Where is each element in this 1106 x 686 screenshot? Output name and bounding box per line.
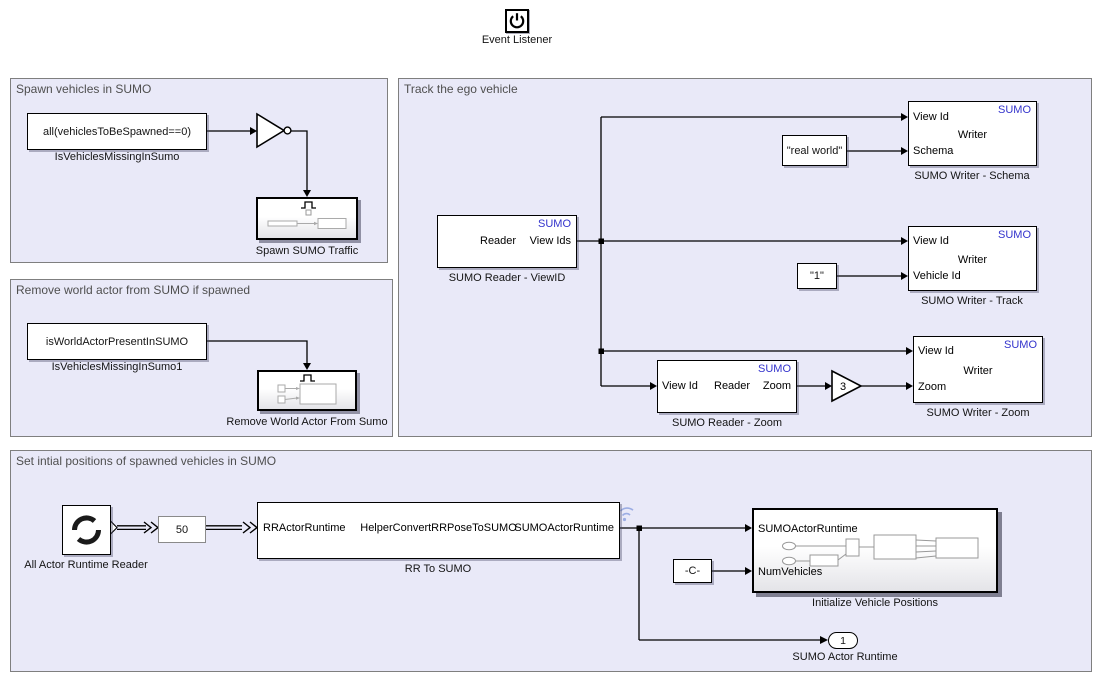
port-in-zoom: Zoom	[918, 381, 947, 393]
sumo-badge: SUMO	[538, 218, 571, 230]
signal-logging-icon[interactable]	[619, 507, 634, 522]
trigger-pulse-icon	[301, 201, 316, 209]
subsystem-thumbnail	[277, 374, 337, 405]
port-in-sumoactorruntime: SUMOActorRuntime	[758, 523, 858, 535]
outport-number: 1	[840, 634, 846, 647]
sumo-writer-track-block[interactable]: SUMO View Id Writer Vehicle Id	[908, 226, 1037, 291]
region-remove-title: Remove world actor from SUMO if spawned	[16, 283, 251, 297]
port-in-viewid: View Id	[662, 380, 698, 392]
helper-fn-text: HelperConvertRRPoseToSUMO	[360, 522, 517, 534]
power-icon	[509, 13, 525, 29]
const-real-world-value: "real world"	[786, 144, 843, 157]
rr-to-sumo-block[interactable]: RRActorRuntime HelperConvertRRPoseToSUMO…	[257, 502, 620, 559]
initialize-vehicle-positions-label: Initialize Vehicle Positions	[812, 597, 938, 609]
sumo-reader-viewid-label: SUMO Reader - ViewID	[448, 272, 566, 284]
sumo-badge: SUMO	[758, 363, 791, 375]
all-actor-runtime-reader-label: All Actor Runtime Reader	[24, 559, 148, 571]
block-type-text: Writer	[957, 254, 988, 266]
port-in-numvehicles: NumVehicles	[758, 566, 823, 578]
spawn-sumo-traffic-label: Spawn SUMO Traffic	[255, 245, 359, 257]
ic-50-block[interactable]: 50	[158, 516, 206, 543]
sumo-reader-zoom-label: SUMO Reader - Zoom	[671, 417, 783, 429]
const-numvehicles-value: -C-	[684, 565, 701, 577]
subsystem-thumbnail	[267, 201, 347, 229]
is-world-actor-expr: isWorldActorPresentInSUMO	[45, 335, 189, 348]
sumo-writer-zoom-block[interactable]: SUMO View Id Writer Zoom	[913, 336, 1043, 403]
block-type-text: Writer	[963, 365, 993, 377]
port-in-viewid: View Id	[918, 345, 954, 357]
event-listener-label: Event Listener	[481, 34, 553, 46]
arrowheads	[250, 113, 913, 644]
subsystem-thumbnail	[782, 534, 979, 567]
const-numvehicles-block[interactable]: -C-	[673, 559, 712, 583]
remove-world-actor-label: Remove World Actor From Sumo	[226, 416, 388, 428]
port-in-rractorruntime: RRActorRuntime	[263, 522, 346, 534]
region-track-title: Track the ego vehicle	[404, 82, 518, 96]
runtime-reader-icon	[71, 515, 102, 545]
port-out-zoom: Zoom	[762, 380, 791, 392]
port-in-viewid: View Id	[913, 235, 949, 247]
const-vehicle-id-value: "1"	[810, 270, 824, 282]
signal-wires[interactable]	[117, 116, 906, 641]
port-in-vehicleid: Vehicle Id	[913, 270, 961, 282]
gain-value: 3	[840, 381, 846, 393]
gain-block[interactable]: 3	[831, 369, 863, 403]
sumo-writer-track-label: SUMO Writer - Track	[921, 295, 1023, 307]
sumo-reader-zoom-block[interactable]: SUMO View Id Reader Zoom	[657, 360, 797, 413]
is-vehicles-missing-block[interactable]: all(vehiclesToBeSpawned==0)	[27, 113, 207, 150]
initialize-vehicle-positions-block[interactable]: SUMOActorRuntime NumVehicles	[752, 508, 998, 593]
block-type-text: Reader	[714, 380, 751, 392]
spawn-sumo-traffic-block[interactable]	[256, 197, 358, 240]
const-vehicle-id-block[interactable]: "1"	[797, 263, 837, 289]
sumo-badge: SUMO	[998, 229, 1031, 241]
outport-label: SUMO Actor Runtime	[792, 651, 898, 663]
sumo-writer-schema-block[interactable]: SUMO View Id Writer Schema	[908, 101, 1037, 166]
is-vehicles-missing-label: IsVehiclesMissingInSumo	[54, 151, 180, 163]
port-in-viewid: View Id	[913, 111, 949, 123]
sumo-reader-viewid-block[interactable]: SUMO Reader View Ids	[437, 215, 577, 268]
rr-to-sumo-label: RR To SUMO	[404, 563, 472, 575]
ic-50-value: 50	[175, 523, 189, 536]
port-in-schema: Schema	[913, 145, 954, 157]
region-spawn-title: Spawn vehicles in SUMO	[16, 82, 152, 96]
block-type-text: Writer	[957, 129, 988, 141]
is-world-actor-block[interactable]: isWorldActorPresentInSUMO	[27, 323, 207, 360]
port-out-viewids: View Ids	[529, 235, 571, 247]
outport-sumo-actor-runtime[interactable]: 1	[828, 632, 858, 649]
event-listener-block[interactable]	[505, 9, 529, 33]
is-vehicles-missing-expr: all(vehiclesToBeSpawned==0)	[43, 125, 191, 138]
all-actor-runtime-reader-block[interactable]	[62, 505, 111, 555]
block-type-text: Reader	[480, 235, 517, 247]
trigger-pulse-icon	[300, 374, 315, 382]
const-real-world-block[interactable]: "real world"	[782, 135, 847, 166]
region-init-title: Set intial positions of spawned vehicles…	[16, 454, 277, 468]
sumo-writer-schema-label: SUMO Writer - Schema	[914, 170, 1030, 182]
port-out-sumoactorruntime: SUMOActorRuntime	[514, 522, 614, 534]
remove-world-actor-block[interactable]	[257, 370, 357, 411]
junction-dots	[598, 238, 642, 531]
is-world-actor-label: IsVehiclesMissingInSumo1	[51, 361, 183, 373]
sumo-writer-zoom-label: SUMO Writer - Zoom	[926, 407, 1030, 419]
region-spawn-vehicles[interactable]: Spawn vehicles in SUMO	[10, 78, 388, 263]
not-gate[interactable]	[256, 112, 292, 149]
sumo-badge: SUMO	[1004, 339, 1037, 351]
sumo-badge: SUMO	[998, 104, 1031, 116]
